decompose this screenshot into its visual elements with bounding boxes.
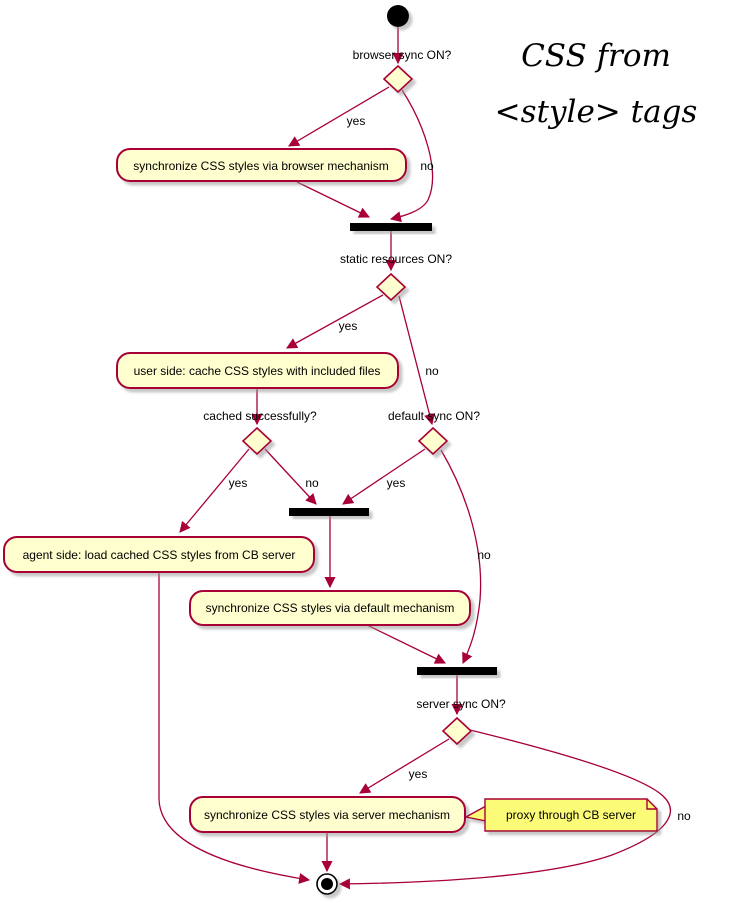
label-cached-no: no xyxy=(305,476,319,490)
edge-default-yes xyxy=(342,448,426,505)
edge-server-yes xyxy=(359,738,450,794)
server-sync-decision xyxy=(441,716,473,746)
label-cached-yes: yes xyxy=(229,476,248,490)
start-node xyxy=(387,5,409,27)
activity-browser-sync xyxy=(116,148,407,182)
note-pointer xyxy=(463,804,487,822)
edge-static-yes xyxy=(286,294,384,349)
text-activity-default-sync: synchronize CSS styles via default mecha… xyxy=(206,601,455,615)
activity-server-sync xyxy=(189,796,466,833)
label-static-resources-question: static resources ON? xyxy=(340,252,452,266)
activity-user-cache xyxy=(116,352,399,389)
merge-bar-3 xyxy=(417,667,497,675)
edge-browser-activity-to-bar1 xyxy=(296,181,370,218)
label-static-yes: yes xyxy=(339,319,358,333)
diagram-title-line2: <style> tags xyxy=(495,94,698,130)
edge-static-no xyxy=(398,295,435,426)
cached-successfully-decision xyxy=(241,426,273,456)
static-resources-decision xyxy=(375,272,407,302)
edge-default-activity-to-bar3 xyxy=(366,624,446,664)
label-server-no: no xyxy=(677,809,691,823)
label-default-no: no xyxy=(477,548,491,562)
text-note-proxy: proxy through CB server xyxy=(506,808,636,822)
text-activity-user-cache: user side: cache CSS styles with include… xyxy=(134,364,381,378)
text-activity-browser-sync: synchronize CSS styles via browser mecha… xyxy=(133,159,388,173)
note-proxy xyxy=(463,798,658,832)
label-browser-sync-question: browser sync ON? xyxy=(353,48,452,62)
label-cached-question: cached successfully? xyxy=(203,409,317,423)
merge-bar-2 xyxy=(289,508,369,516)
label-default-sync-question: default sync ON? xyxy=(388,409,480,423)
activity-agent-load xyxy=(3,536,315,573)
note-body xyxy=(484,798,658,832)
edge-agentload-to-end xyxy=(158,572,311,884)
edge-server-no xyxy=(338,729,671,890)
edge-default-no xyxy=(440,449,482,665)
merge-bar-1 xyxy=(350,223,432,231)
text-activity-server-sync: synchronize CSS styles via server mechan… xyxy=(204,808,450,822)
edge-browser-no xyxy=(389,89,434,223)
diagram-title-line1: CSS from xyxy=(521,38,671,74)
edge-cached-yes xyxy=(179,448,250,533)
note-fold-corner xyxy=(646,799,657,810)
text-activity-agent-load: agent side: load cached CSS styles from … xyxy=(23,548,296,562)
browser-sync-decision xyxy=(382,64,414,94)
label-browser-no: no xyxy=(420,159,434,173)
label-default-yes: yes xyxy=(387,476,406,490)
end-node xyxy=(316,873,338,895)
label-server-sync-question: server sync ON? xyxy=(416,697,506,711)
edge-cached-no xyxy=(264,448,317,505)
label-static-no: no xyxy=(425,364,439,378)
activity-default-sync xyxy=(189,590,471,626)
label-browser-yes: yes xyxy=(347,114,366,128)
default-sync-decision xyxy=(417,426,449,456)
label-server-yes: yes xyxy=(409,767,428,781)
edge-browser-yes xyxy=(288,86,390,147)
